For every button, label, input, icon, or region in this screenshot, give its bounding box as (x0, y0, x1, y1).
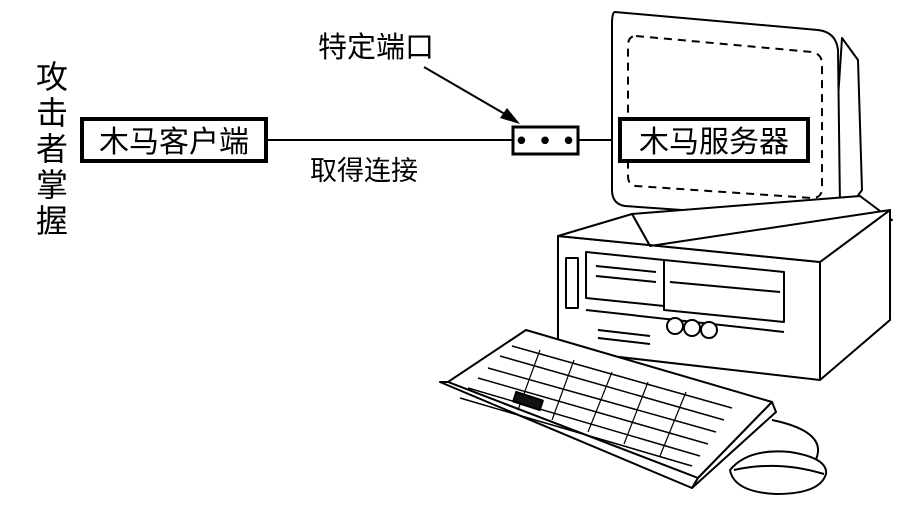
port-dots: • • • (514, 127, 577, 157)
port-label: 特定端口 (318, 30, 434, 64)
attacker-char: 者 (36, 130, 68, 168)
attacker-char: 掌 (36, 166, 68, 204)
trojan-server-box: 木马服务器 (618, 117, 810, 163)
port-arrow (423, 66, 520, 124)
port-box: • • • (511, 125, 580, 157)
attacker-label: 攻 击 者 掌 握 (36, 58, 68, 240)
attacker-char: 击 (36, 94, 68, 132)
trojan-client-box: 木马客户端 (80, 117, 268, 163)
computer-illustration (439, 11, 893, 495)
attacker-char: 握 (36, 202, 68, 240)
client-box-label: 木马客户端 (99, 125, 249, 160)
attacker-char: 攻 (36, 58, 68, 96)
connection-label: 取得连接 (310, 156, 418, 187)
server-box-label: 木马服务器 (639, 125, 789, 160)
